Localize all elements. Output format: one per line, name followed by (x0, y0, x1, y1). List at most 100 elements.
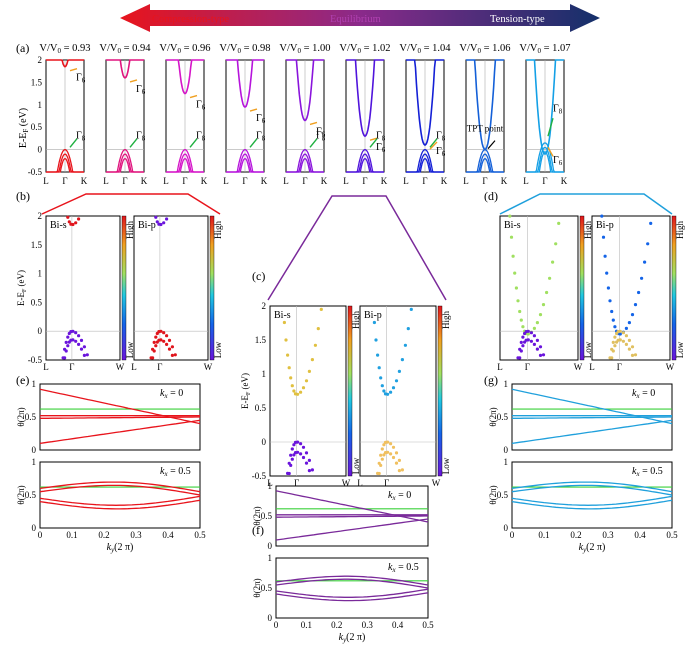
band-dot (611, 349, 615, 353)
strain-ratio-label: V/V0 = 1.07 (519, 43, 570, 55)
band-dot (518, 356, 522, 360)
band-dot (394, 461, 399, 465)
xtick-K: K (201, 176, 208, 186)
gamma8-arrow (189, 138, 198, 148)
conduction-band (286, 59, 324, 122)
strain-ratio-label: V/V0 = 1.00 (279, 43, 330, 55)
xtick-L: L (163, 176, 169, 186)
band-dot (296, 440, 300, 444)
wcc-curve (39, 481, 201, 493)
band-dot (557, 221, 561, 225)
band-dot (603, 254, 607, 258)
band-dot (292, 453, 296, 457)
strain-ratio-label: V/V0 = 1.06 (459, 43, 510, 55)
band-dot (162, 221, 166, 225)
band-dot (299, 452, 303, 456)
gamma6-label: Γ6 (196, 100, 206, 112)
band-dot (535, 347, 540, 351)
gamma8-label: Γ8 (376, 130, 386, 142)
gamma8-label: Γ8 (256, 130, 266, 142)
wcc-ytick: 0.5 (261, 511, 273, 521)
band-dot (613, 344, 617, 348)
strain-ratio-label: V/V0 = 0.98 (219, 43, 270, 55)
band-dot (516, 299, 520, 303)
gamma8-label: Γ8 (436, 130, 446, 142)
band-dot (79, 347, 84, 351)
band-dot (526, 329, 530, 333)
band-dot (167, 338, 172, 342)
band-dot (535, 338, 540, 342)
gamma6-arrow (547, 147, 554, 157)
wcc-curve (511, 495, 673, 506)
colorbar-high: High (213, 221, 223, 240)
subpanel-frame (45, 215, 121, 361)
band-dot (374, 338, 378, 342)
gamma6-label: Γ6 (553, 155, 563, 167)
panel-a-ytick: 1 (38, 100, 43, 110)
band-dot (379, 376, 383, 380)
band-dot (77, 217, 81, 221)
colorbar-high: High (351, 311, 361, 330)
band-dot (301, 455, 306, 460)
band-dot (611, 340, 615, 344)
wcc-curve (275, 575, 429, 586)
band-dot (77, 342, 81, 346)
wcc-curve (512, 416, 672, 419)
band-dot (538, 345, 543, 349)
connector-d (499, 193, 673, 215)
kx-label: kx = 0.5 (632, 466, 663, 478)
wcc-ylabel: θ(2π) (252, 578, 262, 597)
colorbar (671, 215, 677, 361)
panel-b-letter: (b) (16, 189, 30, 203)
band-dot (167, 347, 172, 351)
band-dot (521, 325, 525, 329)
band-dot (162, 331, 166, 335)
band-dot (611, 318, 615, 322)
xtick-gamma: Γ (617, 362, 622, 372)
band-dot (637, 290, 641, 295)
band-dot (313, 343, 317, 347)
band-dot (71, 329, 75, 333)
xtick-L: L (589, 362, 595, 372)
band-dot (513, 271, 517, 275)
bi-p-title: Bi-p (364, 310, 382, 321)
wcc-xlabel: ky(2 π) (339, 632, 366, 644)
panel-d-letter: (d) (484, 189, 498, 203)
band-dot (66, 215, 70, 219)
xtick-gamma: Γ (157, 362, 162, 372)
gamma6-label: Γ6 (76, 73, 86, 85)
connector-b (41, 193, 221, 215)
valence-band (166, 157, 204, 173)
xtick-K: K (81, 176, 88, 186)
bi-s-title: Bi-s (274, 310, 291, 321)
wcc-ytick: 1 (504, 457, 509, 467)
xtick-K: K (561, 176, 568, 186)
band-dot (85, 353, 89, 357)
gamma8-arrow (429, 138, 438, 148)
wcc-ylabel: θ(2π) (488, 407, 498, 426)
band-dot (618, 338, 622, 342)
band-dot (74, 331, 78, 335)
band-dot (282, 320, 286, 325)
band-dot (165, 342, 169, 346)
band-dot (286, 353, 290, 357)
colorbar-low: Low (583, 341, 593, 358)
band-dot (627, 347, 632, 351)
band-dot (304, 451, 309, 455)
panel-a-ytick: 0 (38, 145, 43, 155)
subpanel-frame (269, 305, 347, 477)
band-dot (605, 271, 609, 275)
band-dot (532, 342, 537, 346)
gamma6-arrow (429, 141, 438, 150)
subpanel-frame (499, 215, 579, 361)
wcc-xlabel: ky(2 π) (579, 542, 606, 554)
band-dot (292, 389, 296, 393)
bi-p-title: Bi-p (596, 220, 614, 231)
